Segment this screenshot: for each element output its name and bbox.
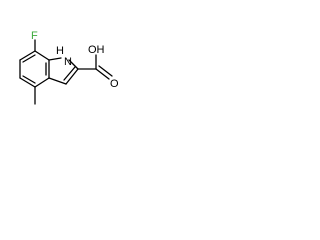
bond-carbonyl-o <box>95 68 110 80</box>
carboxyl-o-label: O <box>110 78 119 90</box>
bond-c7-c6 <box>19 50 36 61</box>
fluorine-label: F <box>31 30 38 42</box>
nh-n-label: N <box>64 56 72 68</box>
molecule-structure: F H N OH O <box>19 30 119 105</box>
carboxyl-oh-label: OH <box>88 44 105 56</box>
bond-n1-c2 <box>68 59 79 70</box>
bond-inner-c5-c4 <box>22 75 36 84</box>
bond-c5-c4 <box>19 77 36 88</box>
bond-c3-c3a <box>48 77 67 85</box>
bond-carbonyl-o-double <box>98 65 113 77</box>
nh-h-label: H <box>56 45 64 57</box>
bond-c2-c3-double <box>63 66 76 81</box>
bond-c7a-c7 <box>34 50 50 61</box>
bond-c7a-n1 <box>48 57 62 61</box>
bond-c4-c3a <box>34 77 50 88</box>
bond-inner-c7-c6 <box>22 54 36 63</box>
bond-c2-c3 <box>65 68 79 85</box>
